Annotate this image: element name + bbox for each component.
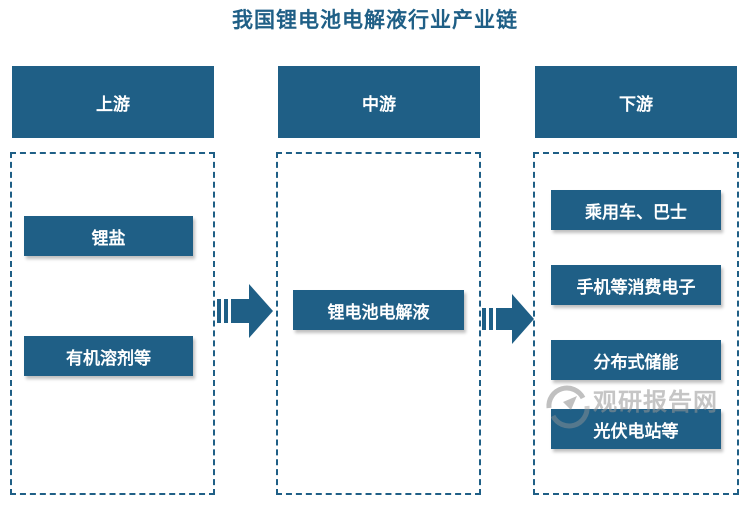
upstream-node-lithium-salt: 锂盐: [24, 216, 193, 256]
downstream-node-vehicles: 乘用车、巴士: [551, 190, 721, 230]
downstream-node-distributed-storage: 分布式储能: [551, 340, 721, 380]
watermark-logo-icon: [546, 385, 590, 429]
arrow-upstream-to-midstream-icon: [217, 284, 273, 338]
midstream-panel: [276, 152, 481, 495]
upstream-node-organic-solvent: 有机溶剂等: [24, 336, 193, 376]
page-title: 我国锂电池电解液行业产业链: [232, 7, 518, 32]
midstream-node-electrolyte: 锂电池电解液: [293, 290, 464, 330]
arrow-midstream-to-downstream-icon: [482, 294, 534, 344]
upstream-panel: [10, 152, 215, 495]
downstream-node-consumer-electronics: 手机等消费电子: [551, 265, 721, 305]
watermark: 观研报告网: [543, 378, 743, 438]
upstream-header: 上游: [12, 66, 214, 138]
downstream-node-pv-stations: 光伏电站等: [551, 409, 721, 449]
watermark-text: 观研报告网: [593, 388, 718, 416]
downstream-panel: [533, 152, 739, 495]
downstream-header: 下游: [535, 66, 737, 138]
midstream-header: 中游: [278, 66, 480, 138]
